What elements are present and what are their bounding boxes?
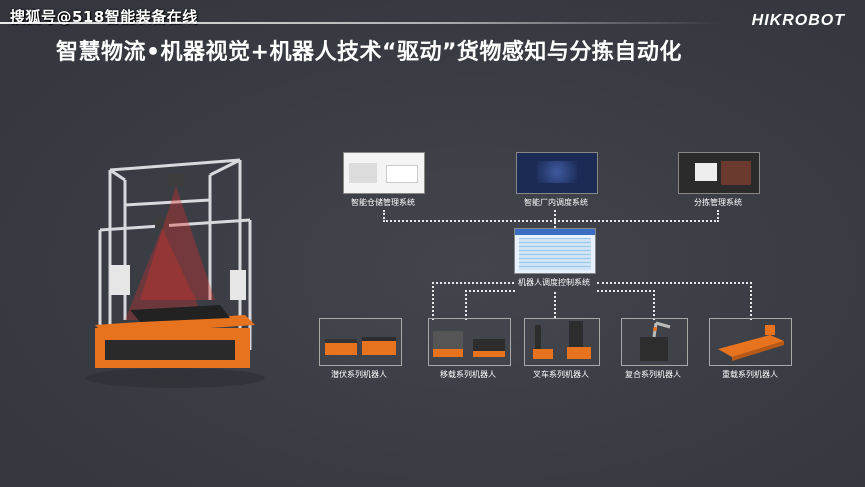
watermark: 搜狐号@518智能装备在线 bbox=[10, 8, 198, 26]
header-divider bbox=[0, 22, 720, 24]
control-system-label: 机器人调度控制系统 bbox=[518, 278, 590, 287]
connector-line bbox=[432, 282, 514, 320]
transfer-robot-box bbox=[428, 318, 511, 366]
composite-robot-box bbox=[621, 318, 688, 366]
latent-robot-box bbox=[319, 318, 402, 366]
page-title: 智慧物流•机器视觉+机器人技术“驱动”货物感知与分拣自动化 bbox=[56, 40, 682, 65]
heavy-load-robot-box bbox=[709, 318, 792, 366]
forklift-robot-box bbox=[524, 318, 600, 366]
warehouse-system-label: 智能仓储管理系统 bbox=[351, 198, 415, 207]
factory-system-screenshot bbox=[516, 152, 598, 194]
connector-line bbox=[597, 282, 752, 320]
scanning-rig-illustration bbox=[85, 158, 265, 388]
connector-line bbox=[465, 290, 515, 320]
robot-label: 重载系列机器人 bbox=[722, 370, 778, 379]
robot-label: 叉车系列机器人 bbox=[533, 370, 589, 379]
brand-logo: HIKROBOT bbox=[751, 12, 845, 29]
sorting-system-screenshot bbox=[678, 152, 760, 194]
robot-label: 复合系列机器人 bbox=[625, 370, 681, 379]
connector-line bbox=[554, 210, 556, 228]
robot-label: 潜伏系列机器人 bbox=[331, 370, 387, 379]
sorting-system-label: 分拣管理系统 bbox=[694, 198, 742, 207]
factory-system-label: 智能厂内调度系统 bbox=[524, 198, 588, 207]
warehouse-system-screenshot bbox=[343, 152, 425, 194]
connector-line bbox=[554, 292, 556, 318]
connector-line bbox=[383, 210, 719, 222]
robot-label: 移载系列机器人 bbox=[440, 370, 496, 379]
control-system-screenshot bbox=[514, 228, 596, 274]
connector-line bbox=[597, 290, 655, 320]
